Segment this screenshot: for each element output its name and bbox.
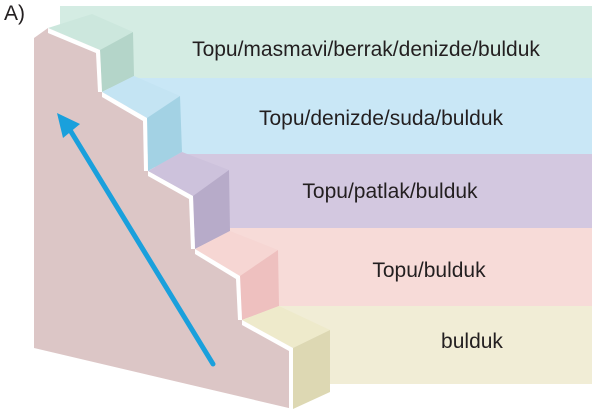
step-tread-1: [48, 14, 133, 50]
step-band-2: [110, 78, 592, 154]
step-label-3: Topu/patlak/bulduk: [302, 180, 478, 203]
step-edge-1: [48, 28, 102, 92]
option-label: A): [4, 2, 25, 25]
arrow-head-icon: [57, 113, 80, 138]
steps: [48, 14, 330, 409]
step-edge-3: [148, 171, 195, 249]
step-riser-3: [193, 170, 230, 249]
step-tread-4: [195, 231, 278, 276]
step-riser-4: [240, 250, 279, 320]
step-tread-2: [102, 76, 180, 118]
step-label-4: Topu/bulduk: [372, 259, 486, 282]
step-label-2: Topu/denizde/suda/bulduk: [259, 107, 504, 130]
step-labels: Topu/masmavi/berrak/denizde/buldukTopu/d…: [192, 38, 540, 353]
step-edge-2: [102, 92, 148, 171]
step-edge-4: [195, 249, 242, 320]
staircase-wall: [34, 28, 293, 409]
up-arrow: [67, 127, 216, 367]
step-label-5: bulduk: [441, 330, 503, 353]
step-edge-5: [242, 320, 293, 409]
step-riser-1: [100, 32, 134, 92]
step-band-1: [60, 6, 592, 88]
step-tread-5: [242, 306, 330, 348]
step-label-1: Topu/masmavi/berrak/denizde/bulduk: [192, 38, 540, 61]
step-tread-3: [148, 152, 229, 196]
step-riser-5: [293, 330, 330, 409]
step-riser-2: [147, 96, 182, 171]
